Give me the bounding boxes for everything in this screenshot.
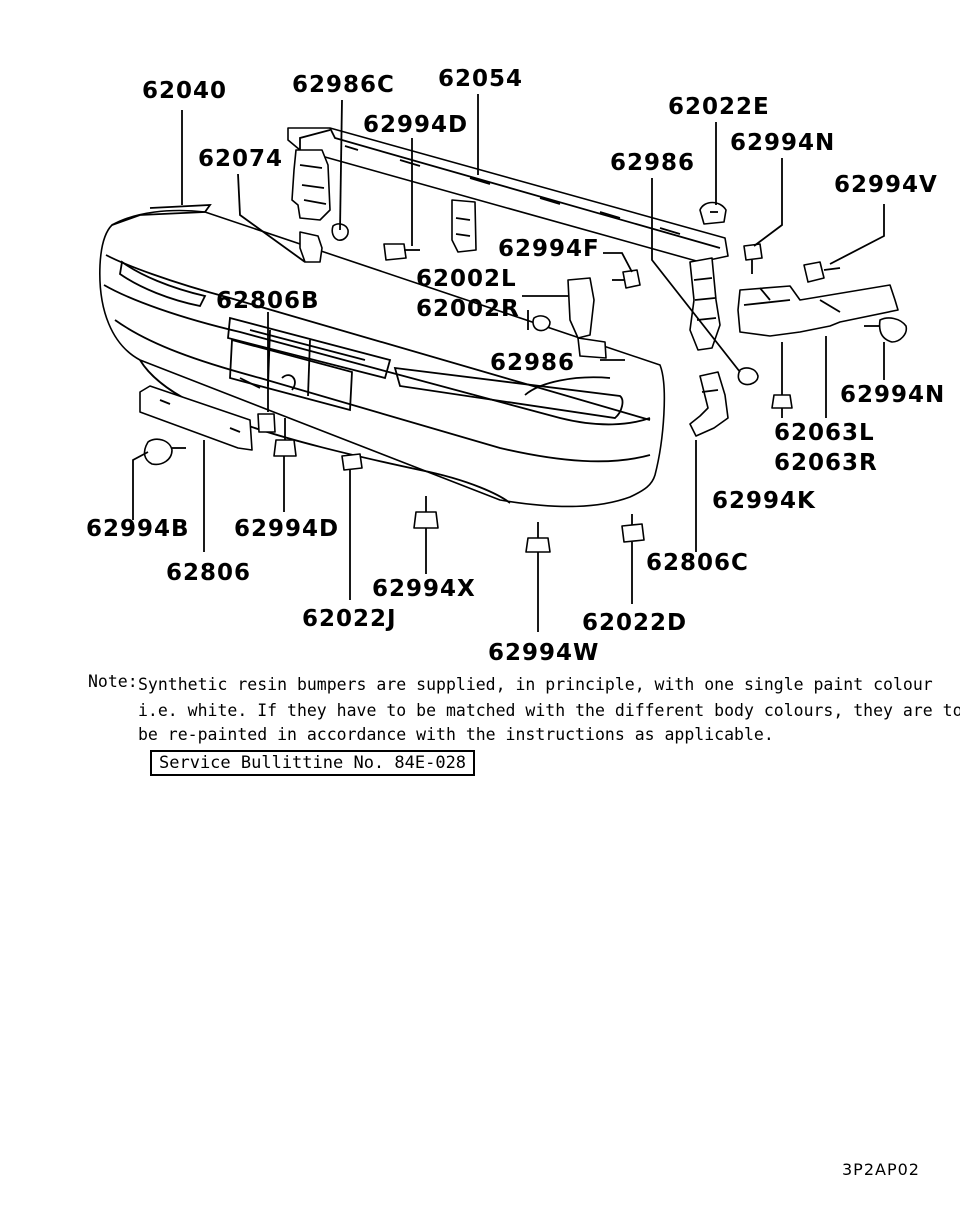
- label-62994v: 62994V: [834, 172, 938, 198]
- clip-62022d: [621, 514, 645, 543]
- label-62994n-right: 62994N: [840, 382, 945, 408]
- label-62806: 62806: [166, 560, 251, 586]
- plate-62806: [139, 385, 253, 451]
- side-bracket-62002: [567, 277, 607, 359]
- label-62022j: 62022J: [302, 606, 397, 632]
- label-62994d-bottom: 62994D: [234, 516, 339, 542]
- label-62022e: 62022E: [668, 94, 770, 120]
- bolt-62994d-bottom: [273, 418, 297, 457]
- label-62986-top: 62986: [610, 150, 695, 176]
- label-62986c: 62986C: [292, 72, 395, 98]
- label-62054: 62054: [438, 66, 523, 92]
- side-support-62063: [737, 284, 899, 337]
- label-62063l: 62063L: [774, 420, 875, 446]
- label-62994x: 62994X: [372, 576, 476, 602]
- note-line-1: Synthetic resin bumpers are supplied, in…: [138, 675, 933, 694]
- label-62994f: 62994F: [498, 236, 600, 262]
- note-prefix: Note:: [88, 672, 138, 691]
- bumper-reinforcement: [287, 127, 729, 263]
- label-62063r: 62063R: [774, 450, 878, 476]
- label-62994d-top: 62994D: [363, 112, 468, 138]
- center-bracket: [451, 199, 477, 253]
- clip-62022e: [699, 201, 727, 225]
- label-62994b: 62994B: [86, 516, 190, 542]
- clip-62022j: [341, 453, 363, 471]
- note-line-2: i.e. white. If they have to be matched w…: [138, 701, 960, 720]
- clip-62994f: [612, 269, 641, 289]
- diagram-code: 3P2AP02: [842, 1160, 920, 1179]
- leader-lines: [132, 94, 885, 632]
- label-62074: 62074: [198, 146, 283, 172]
- label-62986-mid: 62986: [490, 350, 575, 376]
- bracket-62806c: [689, 371, 729, 437]
- label-62806b: 62806B: [216, 288, 320, 314]
- screw-62986-mid: [532, 315, 551, 332]
- label-62994k: 62994K: [712, 488, 816, 514]
- bolt-62994w: [525, 522, 551, 553]
- left-stay-bracket: [291, 149, 349, 263]
- service-bulletin-box: Service Bullittine No. 84E-028: [150, 750, 476, 776]
- label-62022d: 62022D: [582, 610, 687, 636]
- label-62806c: 62806C: [646, 550, 749, 576]
- label-62002r: 62002R: [416, 296, 520, 322]
- bolt-62994b: [143, 438, 186, 466]
- bolt-62994v: [803, 261, 841, 283]
- label-62994w: 62994W: [488, 640, 599, 666]
- bolt-62994n-top: [743, 243, 763, 274]
- bolt-62994d-top: [383, 243, 420, 261]
- long-bolt-62994k: [771, 342, 793, 409]
- bolt-62994n-right: [864, 317, 908, 343]
- label-62002l: 62002L: [416, 266, 517, 292]
- right-stay-bracket: [689, 257, 721, 351]
- label-62040: 62040: [142, 78, 227, 104]
- bolt-62994x: [413, 496, 439, 529]
- clip-62806b: [257, 413, 276, 433]
- label-62994n-top: 62994N: [730, 130, 835, 156]
- note-line-3: be re-painted in accordance with the ins…: [138, 725, 774, 744]
- screw-62986-right: [737, 367, 759, 386]
